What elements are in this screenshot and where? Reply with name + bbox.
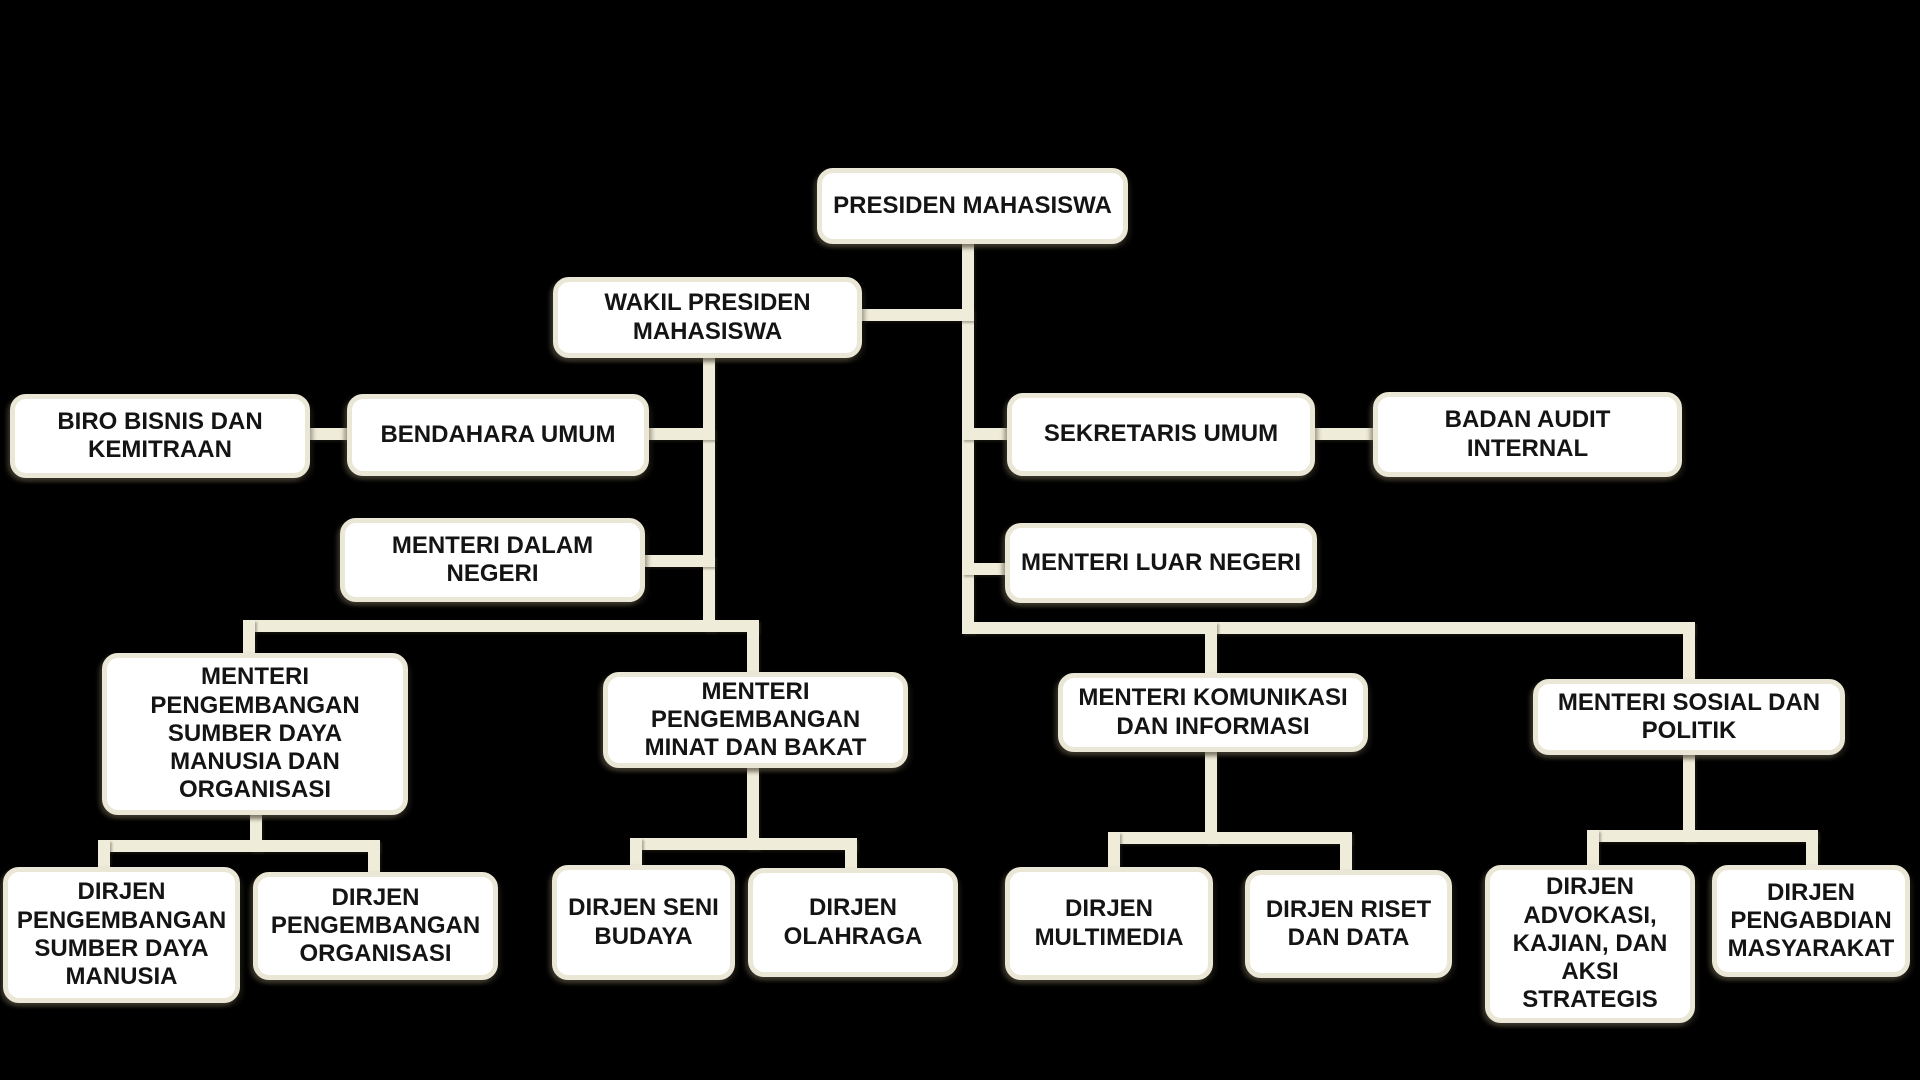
org-box-menteri-minat-bakat: MENTERI PENGEMBANGAN MINAT DAN BAKAT <box>603 672 908 768</box>
connector-mki-down <box>1205 752 1217 844</box>
org-box-label: SEKRETARIS UMUM <box>1043 420 1279 448</box>
connector-drd-drop <box>1340 832 1352 873</box>
org-box-label: BENDAHARA UMUM <box>380 420 616 448</box>
connector-dsb-drop <box>630 838 642 868</box>
connector-mki-drop <box>1205 622 1217 676</box>
org-box-label: MENTERI KOMUNIKASI DAN INFORMASI <box>1078 684 1348 740</box>
org-box-badan-audit-internal: BADAN AUDIT INTERNAL <box>1373 392 1682 477</box>
org-box-menteri-psdm-organisasi: MENTERI PENGEMBANGAN SUMBER DAYA MANUSIA… <box>102 653 408 815</box>
org-box-dirjen-multimedia: DIRJEN MULTIMEDIA <box>1005 867 1213 980</box>
connector-mln-trunk <box>962 563 1005 575</box>
org-box-menteri-komunikasi-informasi: MENTERI KOMUNIKASI DAN INFORMASI <box>1058 673 1368 752</box>
org-box-menteri-sosial-politik: MENTERI SOSIAL DAN POLITIK <box>1533 679 1845 755</box>
org-box-label: PRESIDEN MAHASISWA <box>833 191 1112 219</box>
org-box-bendahara-umum: BENDAHARA UMUM <box>347 394 649 476</box>
connector-minat-span <box>630 838 857 850</box>
org-box-presiden-mahasiswa: PRESIDEN MAHASISWA <box>817 168 1128 244</box>
org-box-menteri-dalam-negeri: MENTERI DALAM NEGERI <box>340 518 645 602</box>
org-box-dirjen-advokasi-kajian-aksi: DIRJEN ADVOKASI, KAJIAN, DAN AKSI STRATE… <box>1485 865 1695 1023</box>
connector-mpmb-down <box>747 768 759 850</box>
org-box-label: MENTERI PENGEMBANGAN SUMBER DAYA MANUSIA… <box>150 663 360 804</box>
org-box-label: DIRJEN OLAHRAGA <box>783 894 923 950</box>
connector-sekretaris-badan <box>1315 428 1373 440</box>
connector-dor-drop <box>845 838 857 871</box>
org-box-label: DIRJEN PENGABDIAN MASYARAKAT <box>1727 878 1895 963</box>
connector-mpmb-drop <box>747 620 759 675</box>
org-box-dirjen-pengembangan-organisasi: DIRJEN PENGEMBANGAN ORGANISASI <box>253 872 498 980</box>
connector-wakil-link <box>862 309 974 321</box>
connector-bendahara-trunk <box>649 428 715 440</box>
org-box-label: DIRJEN SENI BUDAYA <box>568 894 719 950</box>
org-box-label: MENTERI PENGEMBANGAN MINAT DAN BAKAT <box>644 677 867 762</box>
org-box-label: BIRO BISNIS DAN KEMITRAAN <box>57 407 263 463</box>
connector-msp-drop <box>1683 622 1695 682</box>
org-box-dirjen-riset-data: DIRJEN RISET DAN DATA <box>1245 870 1452 978</box>
org-box-label: MENTERI LUAR NEGERI <box>1020 548 1301 576</box>
connector-dpo-drop <box>368 840 380 875</box>
org-box-label: DIRJEN MULTIMEDIA <box>1034 895 1184 951</box>
org-box-dirjen-pengabdian-masyarakat: DIRJEN PENGABDIAN MASYARAKAT <box>1712 865 1910 977</box>
org-box-dirjen-pengembangan-sdm: DIRJEN PENGEMBANGAN SUMBER DAYA MANUSIA <box>3 867 240 1003</box>
connector-mdn-trunk <box>645 555 715 567</box>
org-box-label: WAKIL PRESIDEN MAHASISWA <box>604 289 811 345</box>
connector-right-span <box>962 622 1695 634</box>
org-box-wakil-presiden: WAKIL PRESIDEN MAHASISWA <box>553 277 862 358</box>
connector-psdm-span <box>98 840 380 852</box>
org-box-label: MENTERI DALAM NEGERI <box>391 531 594 587</box>
connector-dpm-drop <box>1806 830 1818 868</box>
connector-kominfo-span <box>1108 832 1352 844</box>
connector-mpsdmo-drop <box>243 620 255 656</box>
org-box-menteri-luar-negeri: MENTERI LUAR NEGERI <box>1005 523 1317 603</box>
connector-dmm-drop <box>1108 832 1120 870</box>
org-box-dirjen-olahraga: DIRJEN OLAHRAGA <box>748 868 958 977</box>
org-box-label: DIRJEN PENGEMBANGAN SUMBER DAYA MANUSIA <box>16 878 227 991</box>
connector-wakil-trunk <box>703 357 715 632</box>
connector-sekretaris-trunk <box>962 428 1007 440</box>
org-box-label: MENTERI SOSIAL DAN POLITIK <box>1557 688 1821 744</box>
connector-msp-down <box>1683 755 1695 842</box>
connector-sospol-span <box>1587 830 1818 842</box>
connector-biro-bendahara <box>310 428 347 440</box>
org-box-label: DIRJEN PENGEMBANGAN ORGANISASI <box>270 883 481 968</box>
connector-dpsdm-drop <box>98 840 110 870</box>
org-box-dirjen-seni-budaya: DIRJEN SENI BUDAYA <box>552 865 735 980</box>
org-box-label: BADAN AUDIT INTERNAL <box>1444 406 1611 462</box>
connector-left-span <box>243 620 759 632</box>
org-box-biro-bisnis-kemitraan: BIRO BISNIS DAN KEMITRAAN <box>10 394 310 478</box>
org-box-label: DIRJEN RISET DAN DATA <box>1265 895 1432 951</box>
org-box-sekretaris-umum: SEKRETARIS UMUM <box>1007 393 1315 476</box>
connector-daks-drop <box>1587 830 1599 868</box>
org-box-label: DIRJEN ADVOKASI, KAJIAN, DAN AKSI STRATE… <box>1512 873 1668 1014</box>
